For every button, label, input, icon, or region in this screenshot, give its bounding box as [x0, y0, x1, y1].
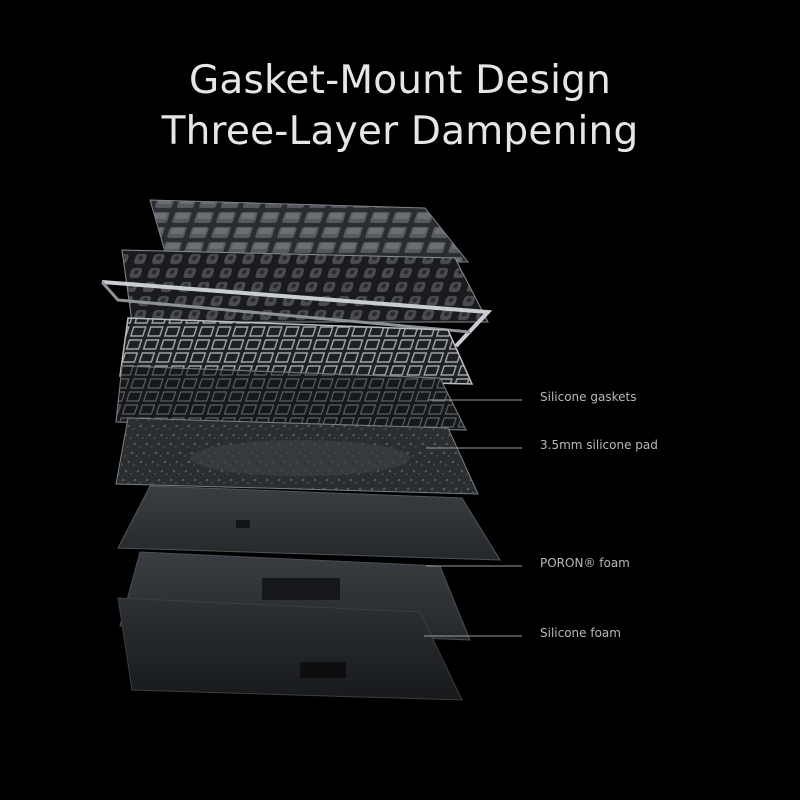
layer-silicone-pad	[115, 417, 479, 495]
layer-keycaps	[149, 199, 470, 263]
layer-plate	[119, 317, 474, 385]
callout-label-silicone-foam: Silicone foam	[540, 626, 621, 640]
callout-label-poron-foam: PORON® foam	[540, 556, 630, 570]
title-line-2: Three-Layer Dampening	[161, 109, 639, 154]
layer-switches-frame	[100, 249, 493, 348]
callout-label-silicone-pad: 3.5mm silicone pad	[540, 438, 658, 452]
title-line-1: Gasket-Mount Design	[188, 58, 612, 103]
layer-silicone-gaskets	[115, 365, 467, 431]
layer-poron-foam	[117, 485, 501, 561]
callout-lines	[424, 399, 522, 637]
callout-label-silicone-gaskets: Silicone gaskets	[540, 390, 637, 404]
layer-bottom-case	[117, 597, 463, 701]
